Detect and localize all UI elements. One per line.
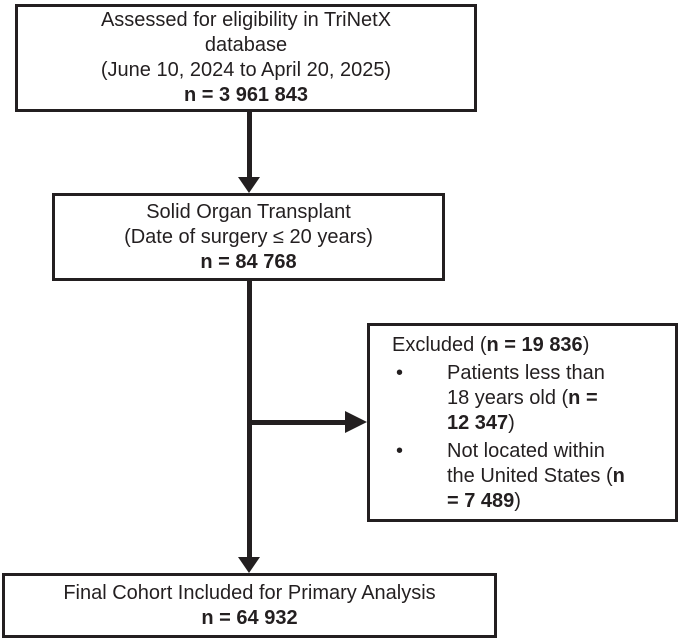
final-cohort-text: Final Cohort Included for Primary Analys… (63, 581, 436, 604)
excluded-reason-under-18-n: n = 12 347 (447, 387, 598, 434)
excluded-reason-under-18: • Patients less than 18 years old (n = 12… (392, 361, 625, 436)
excluded-title-prefix: Excluded ( (392, 334, 487, 356)
excluded-title: Excluded (n = 19 836) (392, 333, 667, 358)
eligibility-text-line2: database (204, 34, 288, 56)
arrow-branch-to-excluded-shaft (249, 420, 347, 425)
bullet-icon: • (396, 440, 404, 462)
box-solid-organ-transplant: Solid Organ Transplant (Date of surgery … (52, 193, 445, 281)
final-cohort-n-count: n = 64 932 (201, 606, 298, 629)
arrow-eligibility-to-transplant-head (238, 177, 260, 193)
eligibility-n-count: n = 3 961 843 (184, 84, 308, 106)
box-excluded: Excluded (n = 19 836) • Patients less tha… (367, 323, 678, 522)
arrow-transplant-to-final-head (238, 557, 260, 573)
transplant-n-count: n = 84 768 (200, 250, 297, 273)
box-assessed-eligibility: Assessed for eligibility in TriNetX data… (15, 4, 477, 112)
excluded-reason-under-18-suffix: ) (508, 412, 515, 434)
transplant-criteria: (Date of surgery ≤ 20 years) (124, 225, 373, 248)
arrow-branch-to-excluded-head (345, 411, 367, 433)
arrow-transplant-to-final-shaft (247, 281, 252, 557)
excluded-reasons-list: • Patients less than 18 years old (n = 12… (392, 361, 667, 514)
arrow-eligibility-to-transplant-shaft (247, 112, 252, 178)
excluded-reason-under-18-text: Patients less than 18 years old ( (447, 362, 605, 409)
excluded-reason-outside-us-suffix: ) (514, 490, 521, 512)
excluded-reason-outside-us-text: Not located within the United States ( (447, 440, 613, 487)
box-final-cohort: Final Cohort Included for Primary Analys… (2, 573, 497, 638)
excluded-title-n-count: n = 19 836 (486, 334, 583, 356)
eligibility-text-line1: Assessed for eligibility in TriNetX (100, 9, 392, 31)
excluded-title-suffix: ) (582, 334, 590, 356)
excluded-reason-outside-us-n: n = 7 489 (447, 465, 625, 512)
excluded-reason-outside-us: • Not located within the United States (n… (392, 439, 625, 514)
transplant-text-line1: Solid Organ Transplant (146, 200, 351, 223)
eligibility-date-range: (June 10, 2024 to April 20, 2025) (100, 59, 392, 81)
bullet-icon: • (396, 362, 404, 384)
